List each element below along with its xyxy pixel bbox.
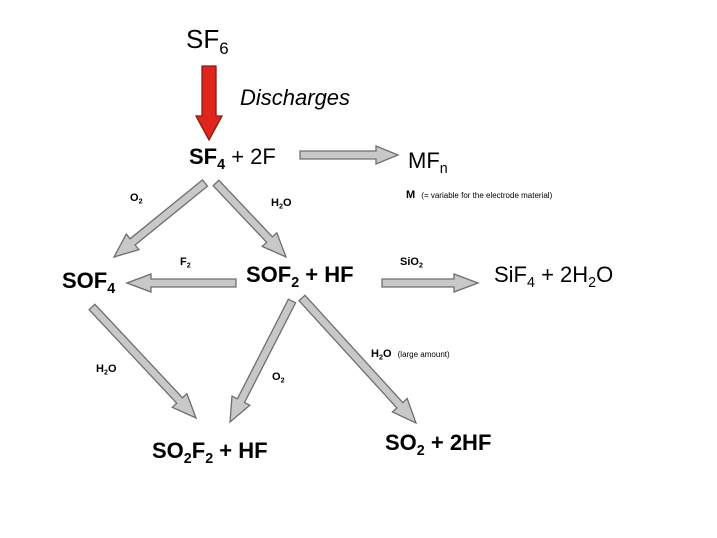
- arrow-sof2-to-so2f2: [229, 298, 297, 424]
- node-sof4: SOF4: [62, 268, 116, 297]
- label-discharges: Discharges: [240, 85, 351, 110]
- arrow-sof2-to-so2: [298, 294, 418, 425]
- electrode-note: M (= variable for the electrode material…: [406, 189, 553, 201]
- node-so2: SO2 + 2HF: [385, 430, 492, 459]
- label-f2: F2: [180, 256, 191, 270]
- arrow-sof2-to-sof4: [125, 273, 237, 293]
- arrow-sf4-to-mfn: [299, 145, 400, 165]
- arrows-layer: [88, 65, 480, 425]
- label-h2o-lower-left: H2O: [96, 363, 117, 377]
- node-sf6: SF6: [186, 24, 229, 58]
- node-sf4: SF4 + 2F: [189, 144, 276, 173]
- label-o2-left: O2: [130, 192, 143, 206]
- node-so2f2: SO2F2 + HF: [152, 438, 268, 467]
- label-o2-lower: O2: [272, 371, 285, 385]
- arrow-sof4-to-so2f2: [88, 303, 198, 420]
- label-sio2: SiO2: [400, 256, 423, 270]
- node-sof2: SOF2 + HF: [246, 262, 354, 291]
- node-mfn: MFn: [408, 148, 448, 177]
- label-h2o-large: H2O (large amount): [371, 348, 450, 362]
- arrow-sf4-to-sof2: [212, 179, 288, 259]
- label-h2o-right: H2O: [271, 197, 292, 211]
- node-sif4: SiF4 + 2H2O: [494, 262, 614, 291]
- arrow-discharges: [194, 65, 224, 142]
- arrow-sof2-to-sif4: [381, 273, 480, 293]
- arrow-sf4-to-sof4: [112, 178, 209, 259]
